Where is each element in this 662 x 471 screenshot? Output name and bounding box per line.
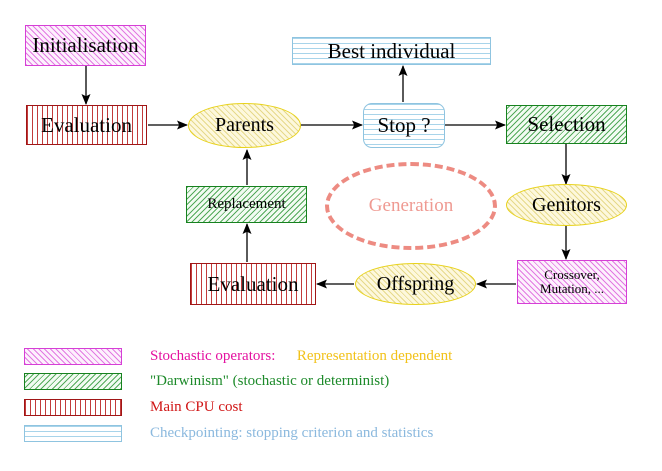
node-crossover-label-line2: Mutation, ...	[540, 281, 604, 296]
node-replacement[interactable]: Replacement	[186, 186, 307, 223]
node-initialisation[interactable]: Initialisation	[25, 25, 146, 66]
generation-label: Generation	[368, 195, 454, 216]
legend-label-main-cpu-cost: Main CPU cost	[150, 399, 243, 415]
node-best-individual[interactable]: Best individual	[292, 37, 491, 65]
legend-label-stochastic-operators: Stochastic operators:	[150, 348, 276, 364]
node-evaluation-bottom-label: Evaluation	[207, 271, 299, 296]
node-genitors[interactable]: Genitors	[506, 184, 627, 226]
node-selection[interactable]: Selection	[506, 105, 627, 144]
legend-label-darwinism: "Darwinism" (stochastic or determinist)	[150, 373, 390, 389]
node-selection-label: Selection	[527, 112, 606, 137]
node-parents-label: Parents	[215, 114, 274, 136]
legend-swatch-main-cpu-cost	[24, 399, 122, 416]
legend-row-main-cpu-cost: Main CPU cost	[24, 399, 243, 416]
legend-swatch-darwinism	[24, 373, 122, 390]
legend-label-checkpointing: Checkpointing: stopping criterion and st…	[150, 425, 434, 441]
node-stop-label: Stop ?	[377, 113, 431, 138]
legend-swatch-stochastic-operators	[24, 348, 122, 365]
node-parents[interactable]: Parents	[188, 103, 301, 148]
legend-row-stochastic: Stochastic operators: Representation dep…	[24, 348, 452, 365]
legend-row-checkpointing: Checkpointing: stopping criterion and st…	[24, 425, 433, 442]
legend-row-darwinism: "Darwinism" (stochastic or determinist)	[24, 373, 389, 390]
node-replacement-label: Replacement	[207, 195, 286, 212]
node-offspring-label: Offspring	[376, 272, 455, 295]
legend-label-representation-dependent: Representation dependent	[296, 348, 453, 364]
node-evaluation-bottom[interactable]: Evaluation	[190, 263, 316, 305]
node-evaluation-top-label: Evaluation	[41, 112, 132, 137]
node-crossover-label-line1: Crossover,	[544, 267, 600, 283]
node-stop[interactable]: Stop ?	[363, 103, 445, 148]
node-crossover-mutation[interactable]: Crossover, Mutation, ...	[517, 260, 627, 304]
node-genitors-label: Genitors	[532, 193, 601, 216]
generation-annotation: Generation	[325, 162, 497, 250]
node-evaluation-top[interactable]: Evaluation	[26, 105, 147, 145]
node-initialisation-label: Initialisation	[32, 33, 139, 58]
node-best-individual-label: Best individual	[327, 38, 456, 63]
legend-swatch-checkpointing	[24, 425, 122, 442]
node-offspring[interactable]: Offspring	[355, 263, 476, 305]
